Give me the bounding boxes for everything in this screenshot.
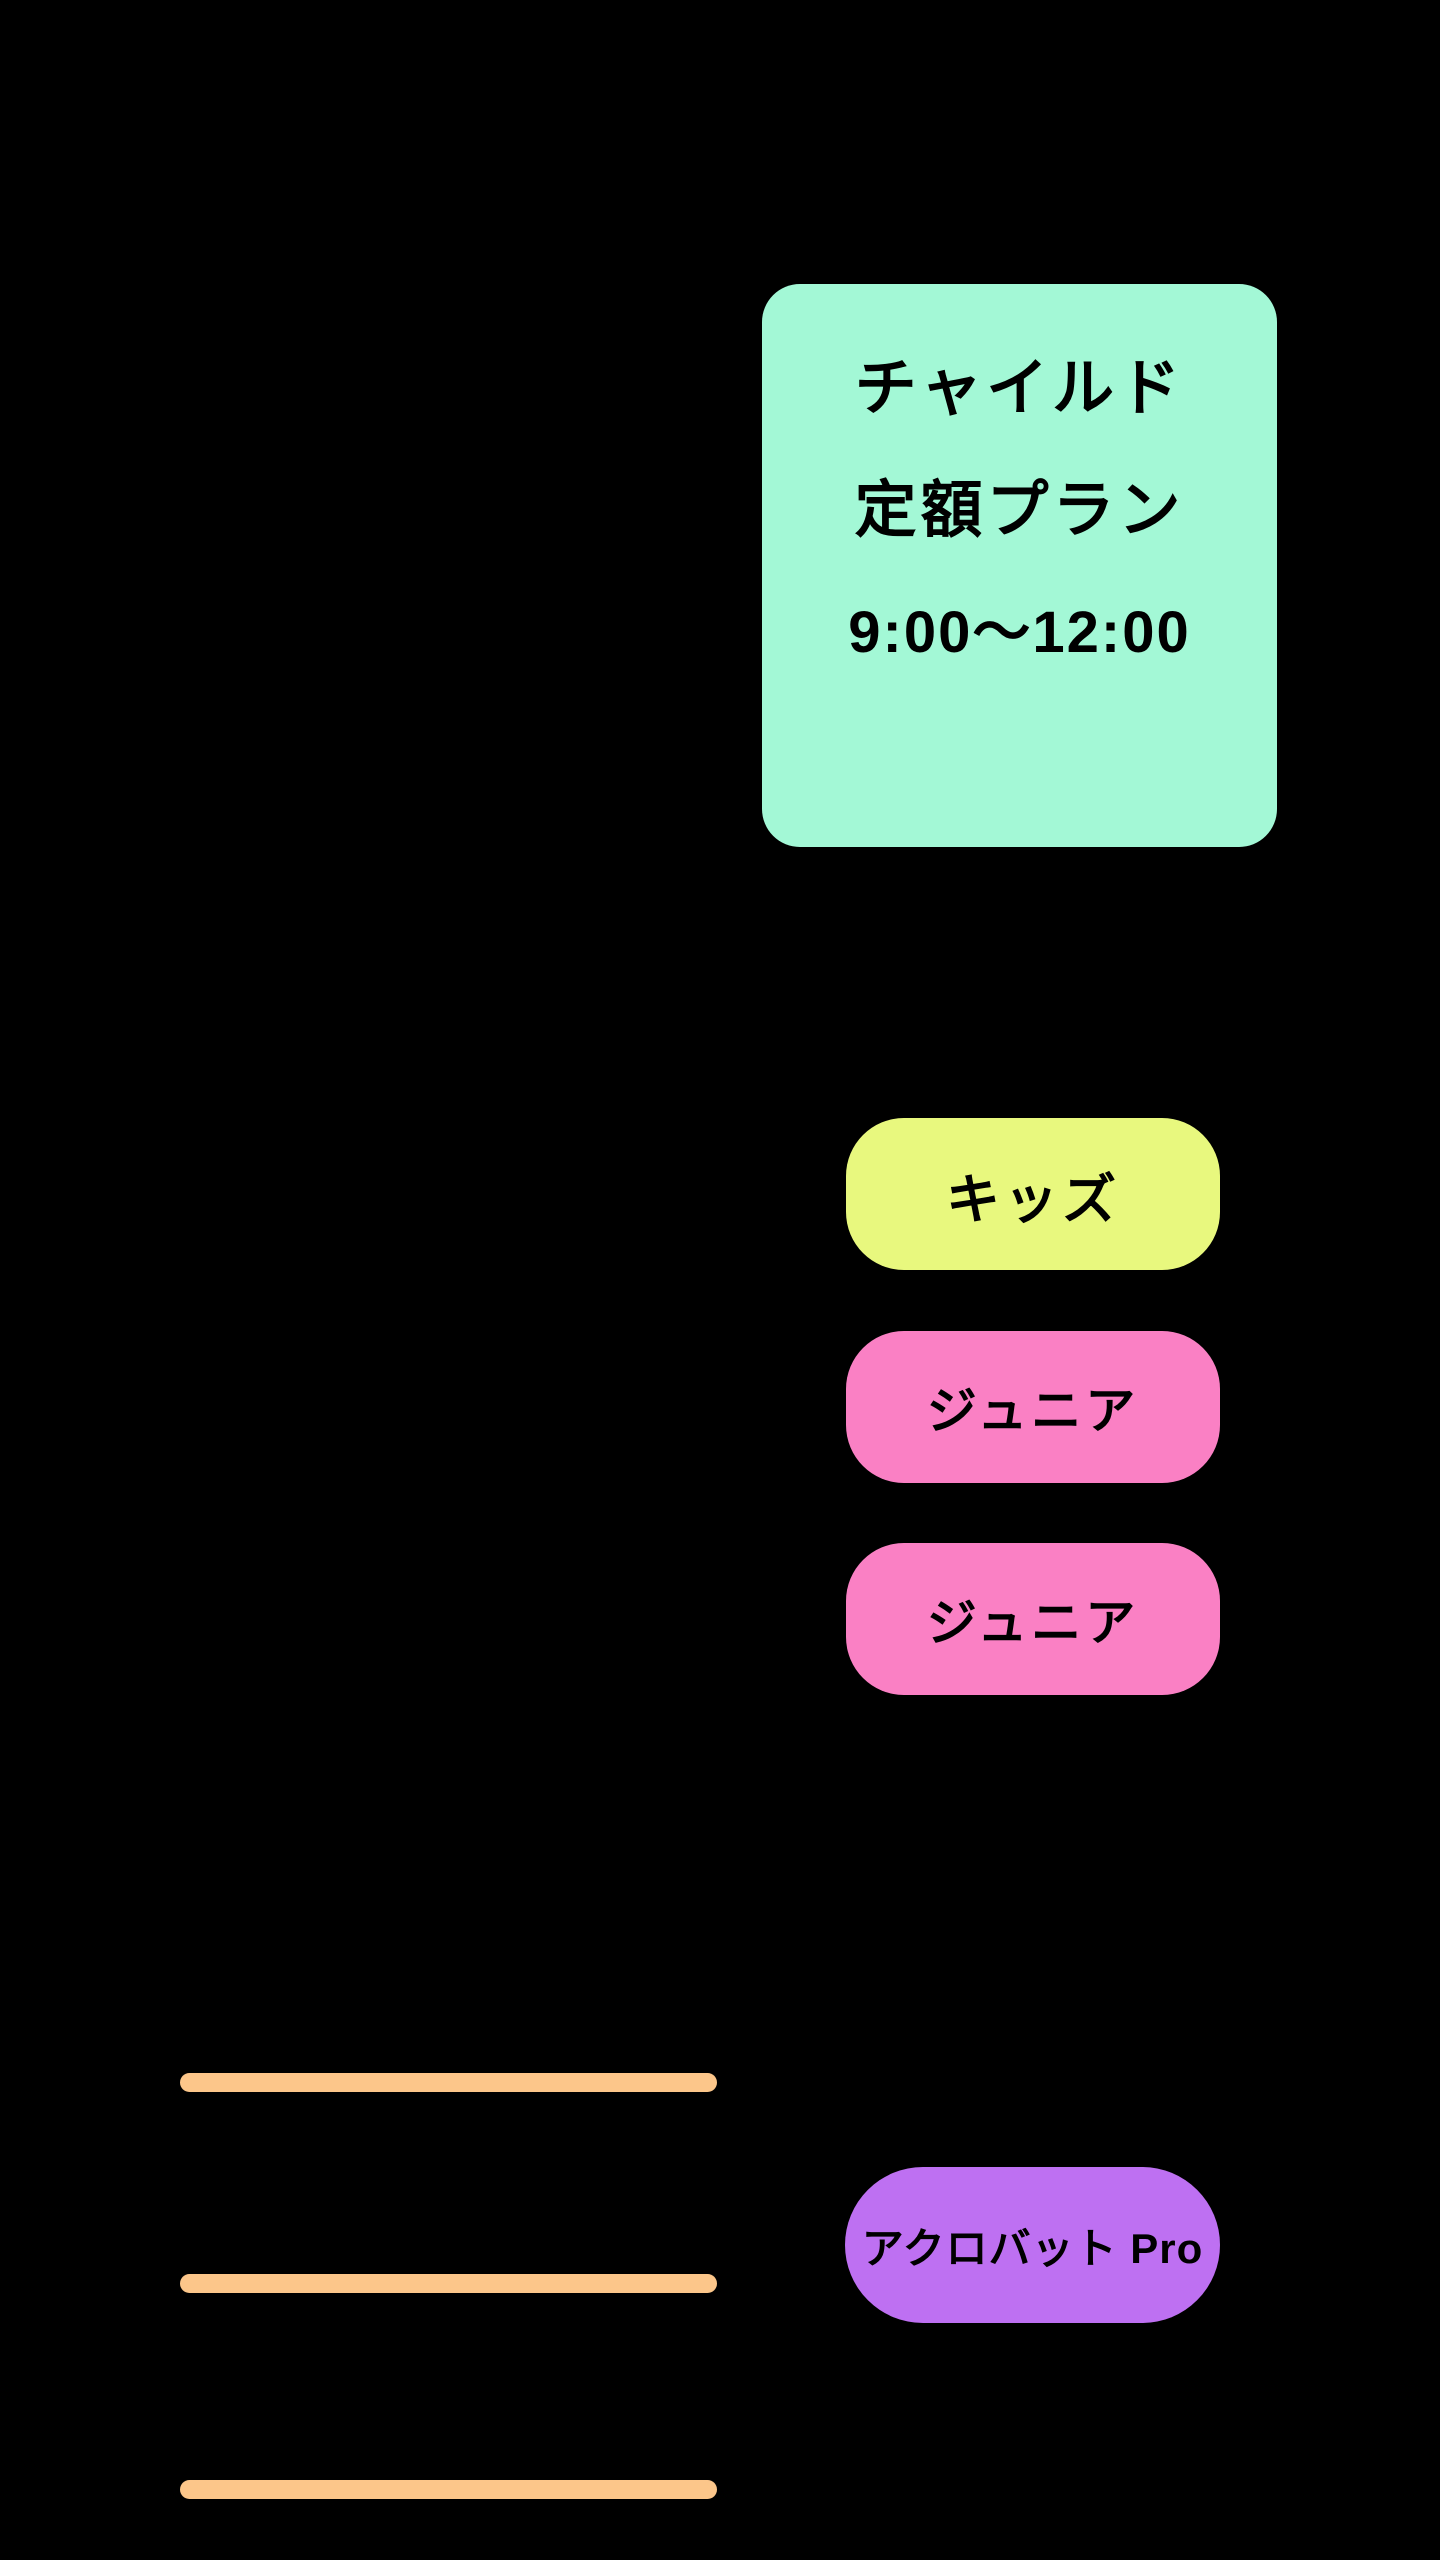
plan-card-time-range: 9:00〜12:00 xyxy=(848,600,1191,665)
plan-card-title-line1: チャイルド xyxy=(854,354,1185,423)
divider-line-1 xyxy=(180,2073,717,2092)
pill-junior-2-label: ジュニア xyxy=(926,1595,1140,1651)
plan-card-title-line2: 定額プラン xyxy=(854,476,1185,545)
pill-acrobat-pro: アクロバット Pro xyxy=(845,2167,1220,2323)
child-flat-rate-plan-card: チャイルド 定額プラン 9:00〜12:00 xyxy=(762,284,1277,847)
pill-junior-1-label: ジュニア xyxy=(926,1383,1140,1439)
pill-junior-2: ジュニア xyxy=(846,1543,1220,1695)
pill-kids-label: キッズ xyxy=(946,1169,1120,1230)
divider-line-2 xyxy=(180,2274,717,2293)
pill-junior-1: ジュニア xyxy=(846,1331,1220,1483)
pill-kids: キッズ xyxy=(846,1118,1220,1270)
divider-line-3 xyxy=(180,2480,717,2499)
pill-acrobat-pro-label: アクロバット Pro xyxy=(861,2224,1204,2272)
